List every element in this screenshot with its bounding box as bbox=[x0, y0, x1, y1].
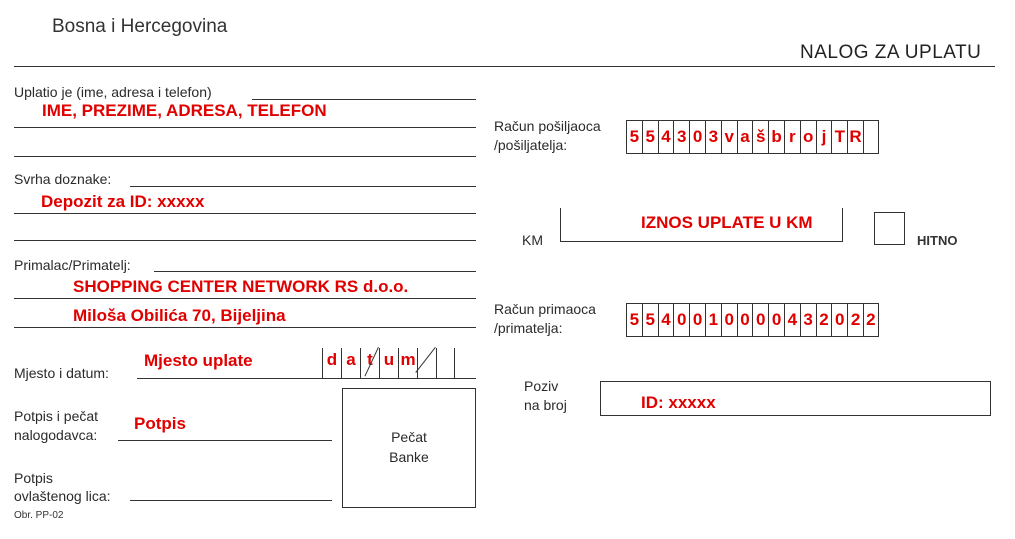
account-digit: r bbox=[783, 121, 800, 153]
form-title: NALOG ZA UPLATU bbox=[800, 42, 982, 63]
reference-label-2: na broj bbox=[524, 397, 567, 413]
date-cell: m bbox=[398, 348, 417, 378]
date-cell: a bbox=[341, 348, 360, 378]
date-cell bbox=[417, 348, 436, 378]
amount-field[interactable]: IZNOS UPLATE U KM bbox=[560, 208, 843, 242]
reference-label-1: Poziv bbox=[524, 378, 559, 394]
recipient-account-label-2: /primatelja: bbox=[494, 320, 563, 336]
sender-account-cells[interactable]: 5 5 4 3 0 3 v a š b r o j T R bbox=[626, 120, 879, 154]
authorized-line bbox=[130, 500, 332, 501]
account-digit: 3 bbox=[673, 121, 689, 153]
account-digit: b bbox=[768, 121, 784, 153]
account-digit: 0 bbox=[689, 304, 705, 336]
authorized-label-2: ovlaštenog lica: bbox=[14, 488, 111, 504]
reference-field[interactable]: ID: xxxxx bbox=[600, 381, 991, 416]
account-digit: o bbox=[799, 121, 816, 153]
amount-currency-label: KM bbox=[522, 232, 543, 248]
signature-line bbox=[118, 440, 332, 441]
account-digit: 2 bbox=[847, 304, 863, 336]
recipient-label: Primalac/Primatelj: bbox=[14, 257, 131, 273]
account-digit: j bbox=[815, 121, 832, 153]
amount-value: IZNOS UPLATE U KM bbox=[641, 213, 813, 232]
account-digit: 2 bbox=[862, 304, 879, 336]
account-digit: š bbox=[752, 121, 768, 153]
account-digit: 0 bbox=[831, 304, 847, 336]
recipient-address[interactable]: Miloša Obilića 70, Bijeljina bbox=[73, 306, 286, 325]
authorized-label-1: Potpis bbox=[14, 470, 53, 486]
account-digit: 0 bbox=[720, 304, 737, 336]
account-digit: 0 bbox=[673, 304, 689, 336]
recipient-name[interactable]: SHOPPING CENTER NETWORK RS d.o.o. bbox=[73, 277, 409, 296]
recipient-line-0 bbox=[154, 271, 476, 272]
payer-line-0 bbox=[252, 99, 476, 100]
date-cell: t bbox=[360, 348, 379, 378]
place-date-label: Mjesto i datum: bbox=[14, 365, 109, 381]
reference-value: ID: xxxxx bbox=[641, 393, 716, 412]
sender-account-label-2: /pošiljatelja: bbox=[494, 137, 568, 153]
account-digit: 5 bbox=[641, 304, 658, 336]
bank-stamp-label-2: Banke bbox=[389, 449, 429, 465]
country-name: Bosna i Hercegovina bbox=[52, 16, 228, 37]
purpose-label: Svrha doznake: bbox=[14, 171, 112, 187]
account-digit: T bbox=[831, 121, 847, 153]
account-digit: 0 bbox=[689, 121, 705, 153]
account-digit: 0 bbox=[736, 304, 753, 336]
header-divider bbox=[14, 66, 995, 67]
account-digit: 0 bbox=[768, 304, 784, 336]
account-digit: 4 bbox=[657, 121, 674, 153]
recipient-account-label-1: Račun primaoca bbox=[494, 301, 596, 317]
place-date-line bbox=[137, 378, 476, 379]
place-value[interactable]: Mjesto uplate bbox=[144, 351, 253, 370]
account-digit: 5 bbox=[641, 121, 658, 153]
signature-label-2: nalogodavca: bbox=[14, 427, 98, 443]
signature-label-1: Potpis i pečat bbox=[14, 408, 99, 424]
account-digit: 1 bbox=[704, 304, 721, 336]
date-cell: u bbox=[379, 348, 398, 378]
account-digit: 4 bbox=[783, 304, 800, 336]
account-digit: 5 bbox=[626, 304, 642, 336]
recipient-line-2 bbox=[14, 327, 476, 328]
signature-value[interactable]: Potpis bbox=[134, 414, 186, 433]
payer-line-2 bbox=[14, 156, 476, 157]
payer-line-1 bbox=[14, 127, 476, 128]
account-digit: 0 bbox=[752, 304, 768, 336]
date-cells[interactable]: d a t u m bbox=[322, 348, 455, 378]
account-digit: 2 bbox=[815, 304, 832, 336]
urgent-label: HITNO bbox=[917, 233, 958, 248]
date-cell bbox=[436, 348, 455, 378]
urgent-checkbox[interactable] bbox=[874, 212, 905, 245]
bank-stamp-label-1: Pečat bbox=[391, 429, 427, 445]
account-digit: a bbox=[736, 121, 753, 153]
account-digit: 5 bbox=[626, 121, 642, 153]
account-digit: 3 bbox=[799, 304, 816, 336]
payer-value[interactable]: IME, PREZIME, ADRESA, TELEFON bbox=[42, 101, 327, 120]
purpose-line-1 bbox=[14, 213, 476, 214]
account-digit: 3 bbox=[704, 121, 721, 153]
account-digit: R bbox=[847, 121, 863, 153]
recipient-account-cells[interactable]: 5 5 4 0 0 1 0 0 0 0 4 3 2 0 2 2 bbox=[626, 303, 879, 337]
recipient-line-1 bbox=[14, 298, 476, 299]
account-digit: v bbox=[720, 121, 737, 153]
form-code: Obr. PP-02 bbox=[14, 510, 64, 521]
purpose-value[interactable]: Depozit za ID: xxxxx bbox=[41, 192, 205, 211]
account-digit: 4 bbox=[657, 304, 674, 336]
account-digit bbox=[862, 121, 879, 153]
bank-stamp-box: Pečat Banke bbox=[342, 388, 476, 508]
purpose-line-0 bbox=[130, 186, 476, 187]
payer-label: Uplatio je (ime, adresa i telefon) bbox=[14, 84, 212, 100]
date-cell: d bbox=[322, 348, 341, 378]
purpose-line-2 bbox=[14, 240, 476, 241]
sender-account-label-1: Račun pošiljaoca bbox=[494, 118, 601, 134]
